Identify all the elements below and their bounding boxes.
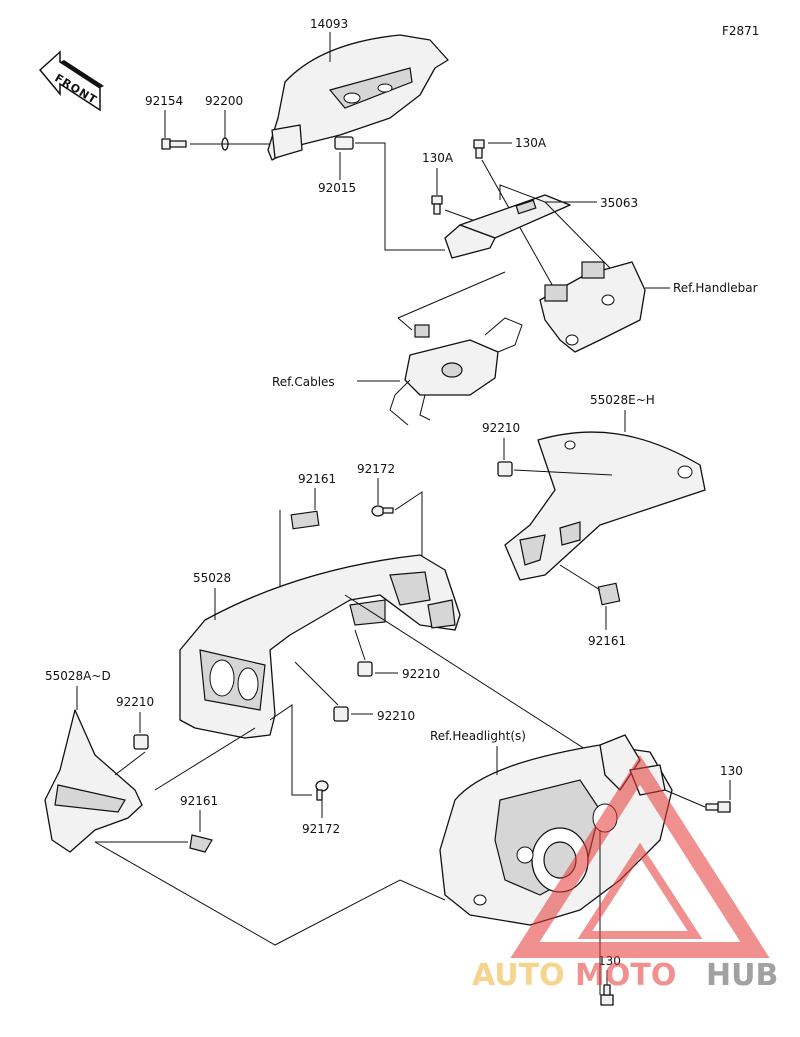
label-92210-mid2: 92210 [377, 709, 415, 723]
label-130A-right: 130A [515, 136, 547, 150]
part-92015-collar [334, 136, 354, 150]
part-92210-clip-mid1 [357, 661, 373, 677]
part-92161-pad-left [189, 834, 213, 853]
label-92161-left: 92161 [180, 794, 218, 808]
part-92210-clip-top [497, 461, 513, 477]
part-92172-screw-bottom [315, 780, 329, 801]
part-92154-bolt [161, 138, 187, 150]
part-92210-clip-left [133, 734, 149, 750]
part-130A-bolt-right [473, 139, 485, 159]
label-92200: 92200 [205, 94, 243, 108]
part-cable-bracket [389, 317, 523, 426]
part-55028AD-lower-panel [44, 709, 143, 853]
figure-code: F2871 [722, 24, 759, 38]
label-130-upper: 130 [720, 764, 743, 778]
part-55028-center-cowl [179, 554, 461, 739]
label-ref-handlebar: Ref.Handlebar [673, 281, 758, 295]
label-92210-left: 92210 [116, 695, 154, 709]
label-55028EH: 55028E~H [590, 393, 655, 407]
part-handlebar-clamp [539, 261, 646, 353]
watermark-text-moto: MOTO [575, 958, 676, 993]
part-92172-screw-top [371, 505, 394, 517]
label-92210-top: 92210 [482, 421, 520, 435]
watermark-text-auto: AUTO [472, 958, 565, 993]
label-ref-cables: Ref.Cables [272, 375, 335, 389]
part-92161-pad-right [597, 582, 621, 606]
label-92015: 92015 [318, 181, 356, 195]
part-130-bolt-upper [705, 801, 731, 813]
label-55028AD: 55028A~D [45, 669, 111, 683]
front-arrow-icon: FRONT [38, 50, 104, 112]
watermark-text-hub: HUB [706, 958, 778, 993]
label-130A-left: 130A [422, 151, 454, 165]
watermark: AUTO MOTO HUB [472, 755, 778, 993]
part-92210-clip-mid2 [333, 706, 349, 722]
label-92161-right: 92161 [588, 634, 626, 648]
part-55028EH-side-cover [504, 431, 706, 581]
label-35063: 35063 [600, 196, 638, 210]
label-92210-mid1: 92210 [402, 667, 440, 681]
label-92154: 92154 [145, 94, 183, 108]
part-92161-pad-top [290, 510, 320, 530]
label-14093: 14093 [310, 17, 348, 31]
label-55028: 55028 [193, 571, 231, 585]
label-ref-headlight: Ref.Headlight(s) [430, 729, 526, 743]
label-92172-top: 92172 [357, 462, 395, 476]
watermark-triangle-logo [510, 755, 770, 958]
part-130A-bolt-left [431, 195, 443, 215]
part-35063-bracket [444, 194, 571, 259]
part-14093-upper-cover [267, 34, 449, 161]
label-92161-top: 92161 [298, 472, 336, 486]
label-92172-bottom: 92172 [302, 822, 340, 836]
